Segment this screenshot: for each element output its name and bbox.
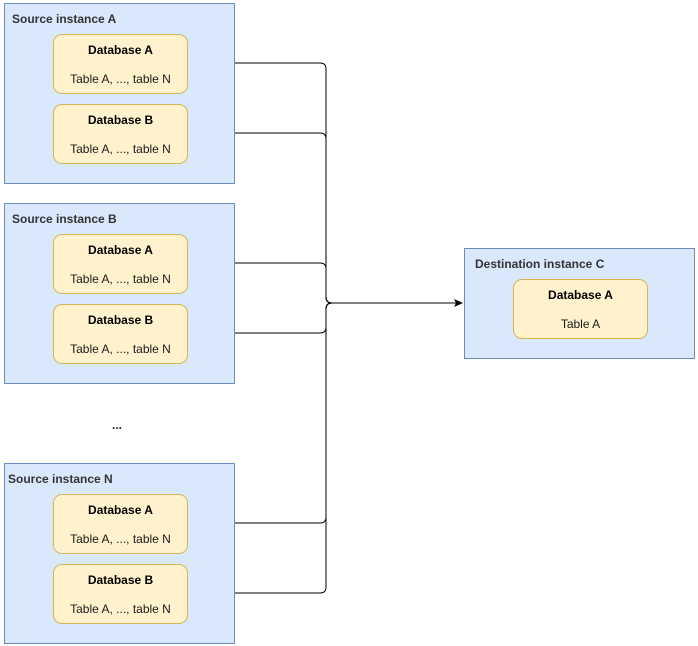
source-instance-n: Source instance N Database A Table A, ..… bbox=[4, 463, 235, 644]
source-instance-b: Source instance B Database A Table A, ..… bbox=[4, 203, 235, 384]
source-instance-b-title: Source instance B bbox=[12, 212, 117, 226]
source-n-database-a: Database A Table A, ..., table N bbox=[53, 494, 188, 554]
database-tables: Table A, ..., table N bbox=[70, 142, 171, 156]
database-tables: Table A bbox=[560, 317, 601, 331]
source-n-database-b: Database B Table A, ..., table N bbox=[53, 564, 188, 624]
source-instance-a-title: Source instance A bbox=[12, 12, 117, 26]
destination-instance-title: Destination instance C bbox=[475, 257, 605, 271]
database-tables: Table A, ..., table N bbox=[70, 272, 171, 286]
source-b-database-b: Database B Table A, ..., table N bbox=[53, 304, 188, 364]
connector-b-db-a bbox=[187, 262, 333, 304]
database-tables: Table A, ..., table N bbox=[70, 342, 171, 356]
connector-n-db-b bbox=[187, 302, 333, 594]
database-name: Database B bbox=[87, 113, 154, 127]
database-name: Database A bbox=[88, 503, 153, 517]
more-instances-ellipsis: ... bbox=[112, 418, 123, 432]
database-tables: Table A, ..., table N bbox=[70, 532, 171, 546]
destination-database-a: Database A Table A bbox=[513, 279, 648, 339]
source-a-database-b: Database B Table A, ..., table N bbox=[53, 104, 188, 164]
database-name: Database A bbox=[88, 43, 153, 57]
database-name: Database A bbox=[548, 288, 613, 302]
database-tables: Table A, ..., table N bbox=[70, 602, 171, 616]
destination-instance-c: Destination instance C Database A Table … bbox=[464, 248, 695, 359]
source-b-database-a: Database A Table A, ..., table N bbox=[53, 234, 188, 294]
database-name: Database A bbox=[88, 243, 153, 257]
source-a-database-a: Database A Table A, ..., table N bbox=[53, 34, 188, 94]
database-name: Database B bbox=[87, 313, 154, 327]
database-name: Database B bbox=[87, 573, 154, 587]
database-tables: Table A, ..., table N bbox=[70, 72, 171, 86]
source-instance-n-title: Source instance N bbox=[8, 472, 113, 486]
source-instance-a: Source instance A Database A Table A, ..… bbox=[4, 3, 235, 184]
